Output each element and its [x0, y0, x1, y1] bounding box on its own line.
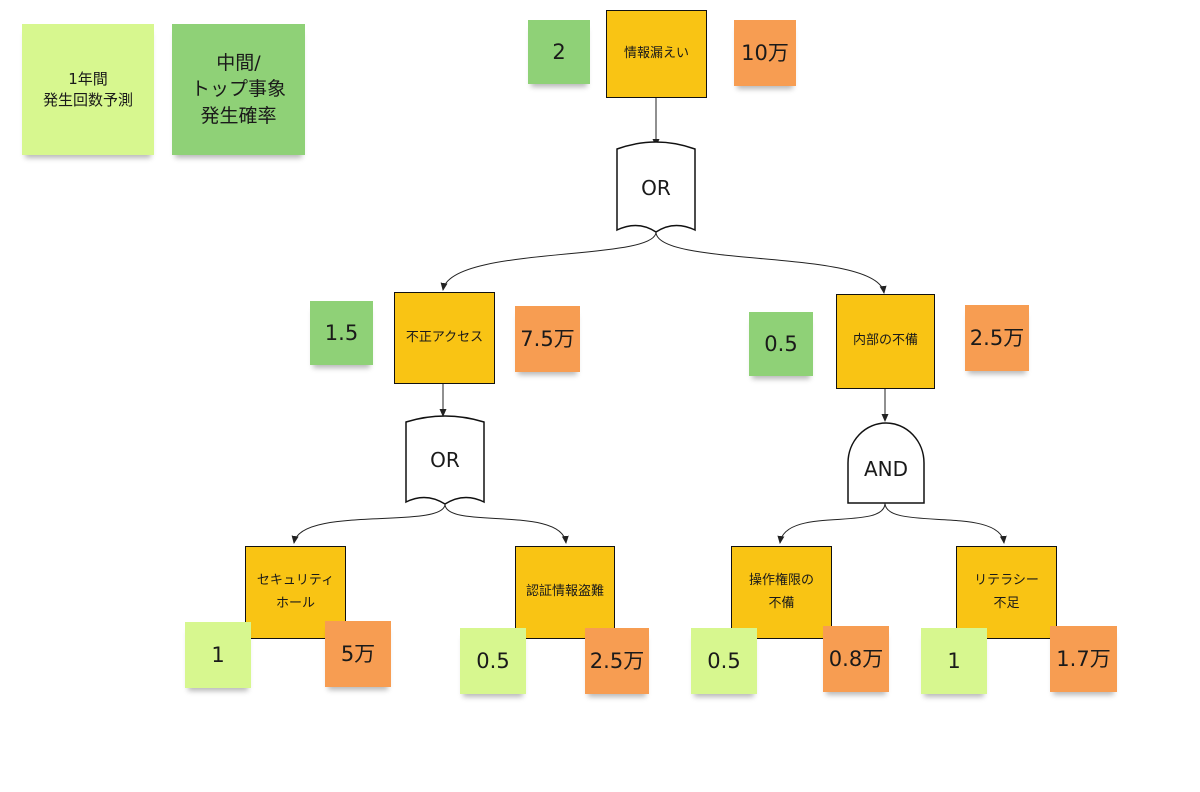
connector-gate-to-leaf3 — [777, 502, 886, 544]
cost-note-leaf3[interactable]: 0.8万 — [823, 626, 889, 692]
or-gate-top-shape — [616, 141, 696, 233]
connector-gate-to-right — [655, 231, 887, 294]
cost-note-right[interactable]: 2.5万 — [965, 305, 1029, 371]
event-credential-theft[interactable]: 認証情報盗難 — [515, 546, 615, 639]
probability-note-right[interactable]: 0.5 — [749, 312, 813, 376]
event-internal-deficiency[interactable]: 内部の不備 — [836, 294, 935, 389]
frequency-note-leaf3[interactable]: 0.5 — [691, 628, 757, 694]
connector-gate-to-leaf4 — [884, 502, 1007, 544]
probability-note-top[interactable]: 2 — [528, 20, 590, 84]
event-unauthorized-access[interactable]: 不正アクセス — [394, 292, 495, 384]
frequency-note-leaf1[interactable]: 1 — [185, 622, 251, 688]
connector-gate-to-leaf2 — [444, 503, 569, 544]
event-permission-deficiency[interactable]: 操作権限の 不備 — [731, 546, 832, 639]
frequency-note-leaf4[interactable]: 1 — [921, 628, 987, 694]
event-top[interactable]: 情報漏えい — [606, 10, 707, 98]
cost-note-leaf4[interactable]: 1.7万 — [1050, 626, 1117, 692]
cost-note-leaf2[interactable]: 2.5万 — [585, 628, 649, 694]
connector-gate-to-left — [440, 231, 657, 291]
cost-note-leaf1[interactable]: 5万 — [325, 621, 391, 687]
or-gate-left-shape — [405, 415, 485, 505]
cost-note-top[interactable]: 10万 — [734, 20, 796, 86]
event-literacy-lack[interactable]: リテラシー 不足 — [956, 546, 1057, 639]
and-gate-shape — [847, 422, 925, 504]
connector-gate-to-leaf1 — [291, 503, 446, 544]
probability-note-left[interactable]: 1.5 — [310, 301, 373, 365]
cost-note-left[interactable]: 7.5万 — [515, 306, 580, 372]
legend-probability-note[interactable]: 中間/ トップ事象 発生確率 — [172, 24, 305, 155]
legend-frequency-note[interactable]: 1年間 発生回数予測 — [22, 24, 154, 155]
frequency-note-leaf2[interactable]: 0.5 — [460, 628, 526, 694]
